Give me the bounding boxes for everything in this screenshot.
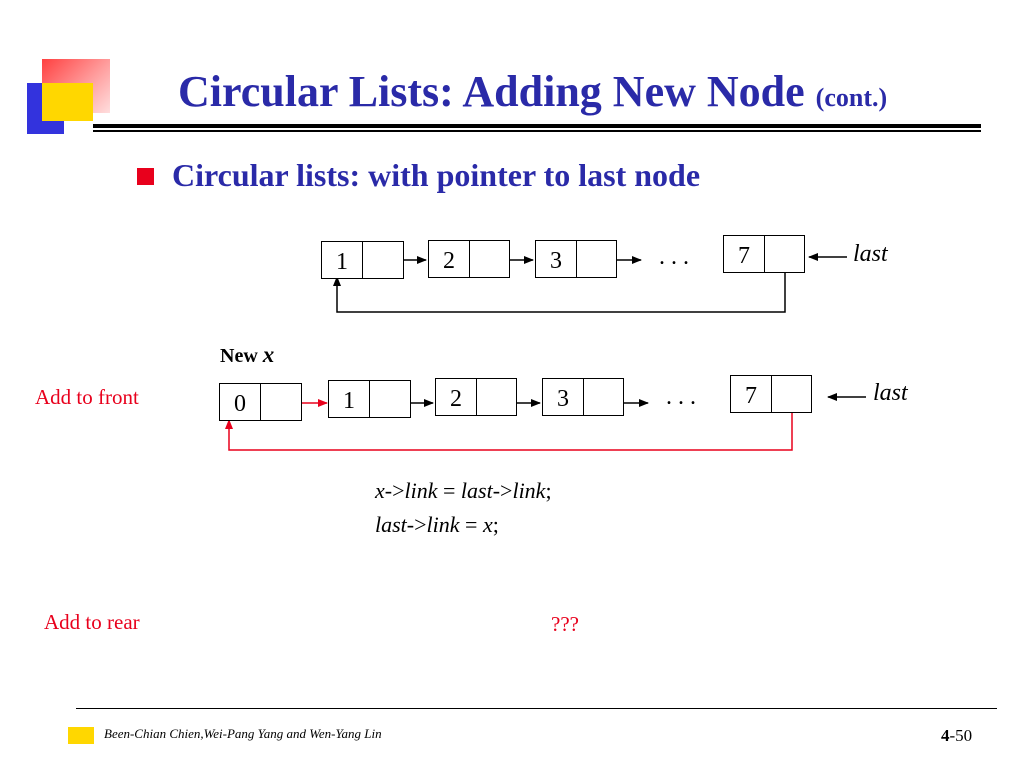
node-value: 0 bbox=[220, 384, 261, 420]
top-node-7: 7 bbox=[723, 235, 805, 273]
code-token: = bbox=[437, 478, 461, 503]
code-token: link bbox=[426, 512, 460, 537]
code-token: link bbox=[404, 478, 438, 503]
chapter-number: 4 bbox=[941, 726, 950, 745]
add-to-rear-label: Add to rear bbox=[44, 610, 140, 634]
front-node-0: 0 bbox=[219, 383, 302, 421]
slide-title: Circular Lists: Adding New Node (cont.) bbox=[178, 66, 887, 117]
top-last-label: last bbox=[853, 241, 888, 267]
front-ellipsis: . . . bbox=[666, 384, 696, 410]
code-line-1: x->link = last->link; bbox=[375, 478, 552, 504]
node-value: 3 bbox=[536, 241, 577, 277]
footer-square-icon bbox=[68, 727, 94, 744]
title-rule-thick bbox=[93, 124, 981, 128]
node-value: 7 bbox=[724, 236, 765, 272]
slide-title-suffix: (cont.) bbox=[815, 83, 888, 112]
top-node-2: 2 bbox=[428, 240, 510, 278]
new-label-var: x bbox=[262, 342, 275, 367]
node-value: 2 bbox=[436, 379, 477, 415]
page-number: 4-50 bbox=[941, 726, 972, 746]
node-value: 2 bbox=[429, 241, 470, 277]
top-node-1: 1 bbox=[321, 241, 404, 279]
logo-yellow-square bbox=[42, 83, 93, 121]
code-token: ; bbox=[545, 478, 552, 503]
node-value: 7 bbox=[731, 376, 772, 412]
bullet-square-icon bbox=[137, 168, 154, 185]
page-suffix: -50 bbox=[949, 726, 973, 745]
add-to-front-label: Add to front bbox=[35, 385, 139, 409]
footer-rule bbox=[76, 708, 997, 709]
code-token: -> bbox=[406, 512, 427, 537]
node-value: 3 bbox=[543, 379, 584, 415]
code-token: x bbox=[482, 512, 493, 537]
new-label-prefix: New bbox=[220, 345, 258, 367]
front-node-1: 1 bbox=[328, 380, 411, 418]
top-return-path bbox=[333, 256, 786, 313]
front-node-2: 2 bbox=[435, 378, 517, 416]
code-token: ; bbox=[492, 512, 499, 537]
top-node-3: 3 bbox=[535, 240, 617, 278]
front-node-3: 3 bbox=[542, 378, 624, 416]
front-last-label: last bbox=[873, 380, 908, 406]
code-token: = bbox=[459, 512, 483, 537]
code-token: x bbox=[375, 478, 385, 503]
footer-authors: Been-Chian Chien,Wei-Pang Yang and Wen-Y… bbox=[104, 726, 382, 741]
code-token: -> bbox=[492, 478, 513, 503]
new-x-label: New x bbox=[220, 342, 274, 368]
code-token: last bbox=[460, 478, 493, 503]
title-rule-thin bbox=[93, 130, 981, 132]
top-ellipsis: . . . bbox=[659, 244, 689, 270]
bullet-text: Circular lists: with pointer to last nod… bbox=[172, 157, 701, 193]
code-token: -> bbox=[384, 478, 405, 503]
code-line-2: last->link = x; bbox=[375, 512, 499, 538]
front-node-7: 7 bbox=[730, 375, 812, 413]
node-value: 1 bbox=[322, 242, 363, 278]
code-token: last bbox=[375, 512, 407, 537]
slide-title-text: Circular Lists: Adding New Node bbox=[178, 67, 805, 116]
code-token: link bbox=[512, 478, 546, 503]
rear-question-marks: ??? bbox=[551, 612, 579, 636]
front-return-path bbox=[225, 402, 793, 451]
node-value: 1 bbox=[329, 381, 370, 417]
